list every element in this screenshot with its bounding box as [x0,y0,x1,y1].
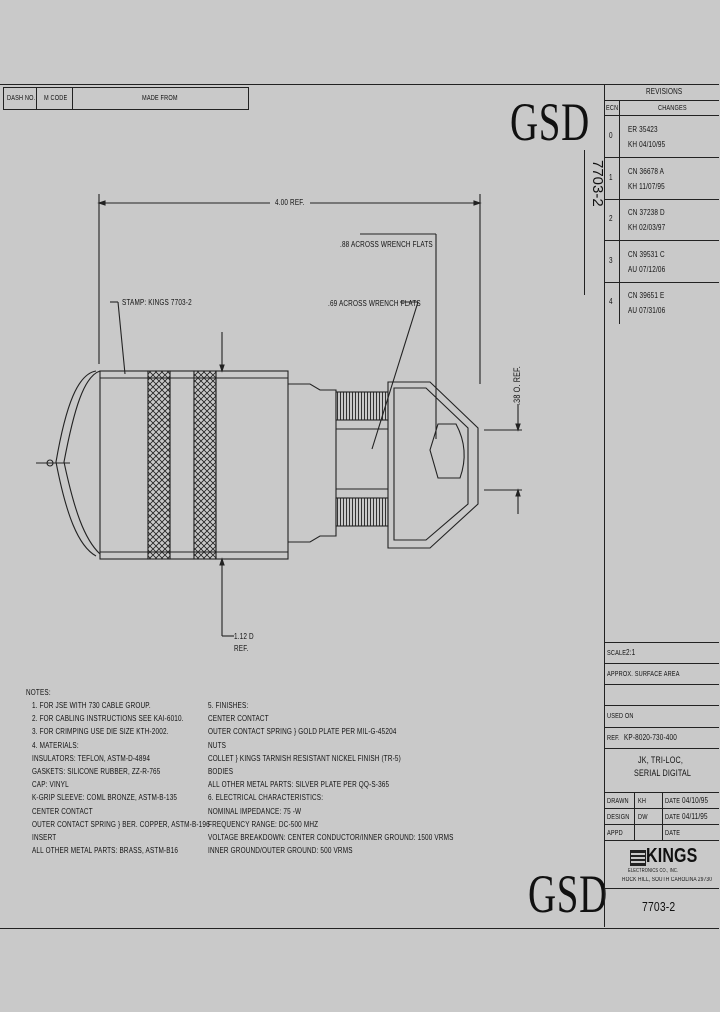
note-line: CAP: VINYL [32,780,69,790]
note-line: OUTER CONTACT SPRING } GOLD PLATE PER MI… [208,727,397,737]
company-name: KINGS [646,845,698,867]
revision-approval: KH 04/10/95 [628,140,666,149]
header-block: DASH NO. M CODE MADE FROM [3,87,249,110]
note-line: CENTER CONTACT [32,806,93,816]
scale-value: 2:1 [626,648,636,657]
appd-label: APPD [607,830,623,837]
note-line: INSERT [32,833,57,842]
note-line: K-GRIP SLEEVE: COML BRONZE, ASTM-B-135 [32,793,178,803]
scale-label: SCALE [607,650,627,657]
revision-approval: AU 07/31/06 [628,306,666,315]
revision-row: 0 ER 35423 KH 04/10/95 [604,116,719,158]
revision-ecn: CN 36678 A [628,166,665,176]
note-line: GASKETS: SILICONE RUBBER, ZZ-R-765 [32,767,161,776]
revision-number: 1 [609,172,613,182]
note-line: ALL OTHER METAL PARTS: SILVER PLATE PER … [208,780,390,790]
note-line: BODIES [208,767,234,776]
revision-ecn: CN 39651 E [628,291,665,300]
revision-number: 4 [609,297,613,306]
note-line: NOMINAL IMPEDANCE: 75 -W [208,806,302,816]
used-on-label: USED ON [607,713,634,720]
company-address: ROCK HILL, SOUTH CAROLINA 29730 [622,877,713,883]
design-by: DW [638,814,648,821]
dim-od-ref: .38 O. REF. [512,366,522,405]
connector-drawing [36,194,522,637]
revisions-table: REVISIONS ECN CHANGES [604,84,719,324]
m-code-label: M CODE [44,95,68,102]
drawn-date-label: DATE [665,798,681,805]
made-from-label: MADE FROM [142,95,178,102]
dash-no-label: DASH NO. [7,95,36,102]
dim-112-diameter: 1.12 D [234,632,254,641]
note-line: INSULATORS: TEFLON, ASTM-D-4894 [32,753,151,763]
appd-date-label: DATE [665,830,681,837]
revisions-title: REVISIONS [646,87,683,96]
ref-label: REF. [607,735,620,742]
note-line: 4. MATERIALS: [32,740,79,750]
design-label: DESIGN [607,814,630,821]
revision-row: 3 CN 39531 C AU 07/12/06 [604,241,719,283]
gsd-logo-bottom: GSD [528,864,608,924]
title-line-2: SERIAL DIGITAL [634,768,692,778]
dim-88-flats: .88 ACROSS WRENCH FLATS [340,240,433,249]
revision-approval: KH 11/07/95 [628,181,665,191]
revision-number: 0 [609,131,613,140]
title-line-1: JK, TRI-LOC, [638,755,683,765]
note-line: NUTS [208,740,227,750]
note-line: 3. FOR CRIMPING USE DIE SIZE KTH-2002. [32,727,169,737]
title-block: SCALE 2:1 APPROX. SURFACE AREA USED ON R… [604,642,719,927]
gsd-logo-top: GSD [510,92,590,152]
note-line: 5. FINISHES: [208,701,249,710]
dim-overall-length: 4.00 REF. [275,198,305,207]
note-line: VOLTAGE BREAKDOWN: CENTER CONDUCTOR/INNE… [208,833,454,842]
kings-logo-icon [630,850,646,866]
dim-112-ref: REF. [234,644,249,653]
note-line: 2. FOR CABLING INSTRUCTIONS SEE KAI-6010… [32,714,184,724]
title-block-drawing-number: 7703-2 [642,899,676,914]
revisions-changes-header: CHANGES [658,105,687,112]
revision-row: 2 CN 37238 D KH 02/03/97 [604,199,719,241]
company-sub: ELECTRONICS CO., INC. [628,868,679,874]
note-line: FREQUENCY RANGE: DC-500 MHZ [208,819,319,829]
note-line: 6. ELECTRICAL CHARACTERISTICS: [208,793,324,803]
dim-69-flats: .69 ACROSS WRENCH FLATS [328,299,421,308]
revision-row: 1 CN 36678 A KH 11/07/95 [604,158,719,200]
note-line: CENTER CONTACT [208,714,269,724]
revision-row: 4 CN 39651 E AU 07/31/06 [604,282,719,324]
revision-ecn: CN 39531 C [628,249,665,259]
note-line: OUTER CONTACT SPRING } BER. COPPER, ASTM… [32,819,210,829]
note-line: 1. FOR JSE WITH 730 CABLE GROUP. [32,701,151,710]
revision-approval: AU 07/12/06 [628,264,666,274]
surface-area-label: APPROX. SURFACE AREA [607,671,680,678]
drawing-sheet [0,84,719,929]
notes-title: NOTES: [26,688,51,697]
design-date-label: DATE [665,814,681,821]
note-line: ALL OTHER METAL PARTS: BRASS, ASTM-B16 [32,846,179,856]
note-line: INNER GROUND/OUTER GROUND: 500 VRMS [208,846,353,856]
revision-number: 2 [609,214,613,223]
drawn-by: KH [638,798,647,805]
revision-approval: KH 02/03/97 [628,223,666,232]
revision-ecn: CN 37238 D [628,208,665,217]
ref-value: KP-8020-730-400 [624,733,677,742]
revisions-ecn-header: ECN [606,105,619,112]
drawn-date: 04/10/95 [682,796,709,805]
design-date: 04/11/95 [682,812,708,821]
stamp-note: STAMP: KINGS 7703-2 [122,298,192,307]
drawn-label: DRAWN [607,798,629,805]
revision-ecn: ER 35423 [628,125,658,134]
revision-number: 3 [609,255,613,265]
note-line: COLLET } KINGS TARNISH RESISTANT NICKEL … [208,753,401,763]
